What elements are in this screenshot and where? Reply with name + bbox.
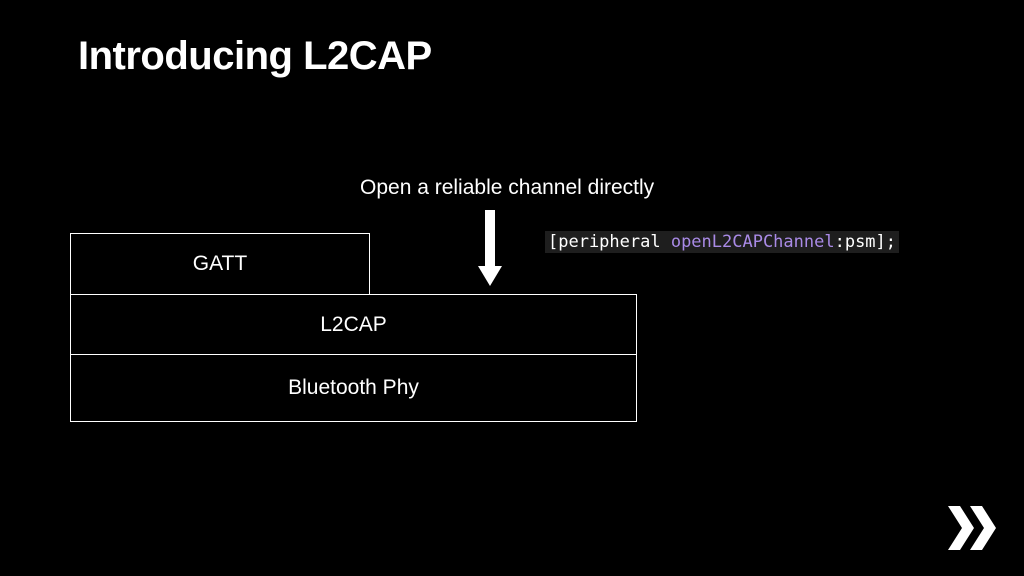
l2cap-label: L2CAP: [320, 312, 387, 336]
code-method: openL2CAPChannel: [670, 232, 835, 252]
double-chevron-right-icon: [948, 506, 996, 550]
bluetooth-phy-label: Bluetooth Phy: [288, 376, 419, 399]
gatt-layer: GATT: [70, 233, 370, 295]
gatt-label: GATT: [192, 252, 248, 275]
code-prefix: [peripheral: [548, 232, 671, 252]
code-suffix: :psm];: [834, 232, 897, 252]
l2cap-layer: L2CAP: [70, 294, 637, 355]
callout-label: Open a reliable channel directly: [360, 176, 655, 199]
arrow-down-icon: [478, 210, 502, 286]
code-snippet: [peripheral openL2CAPChannel:psm];: [545, 231, 900, 253]
slide-title: Introducing L2CAP: [78, 34, 432, 78]
bluetooth-phy-layer: Bluetooth Phy: [70, 354, 637, 422]
